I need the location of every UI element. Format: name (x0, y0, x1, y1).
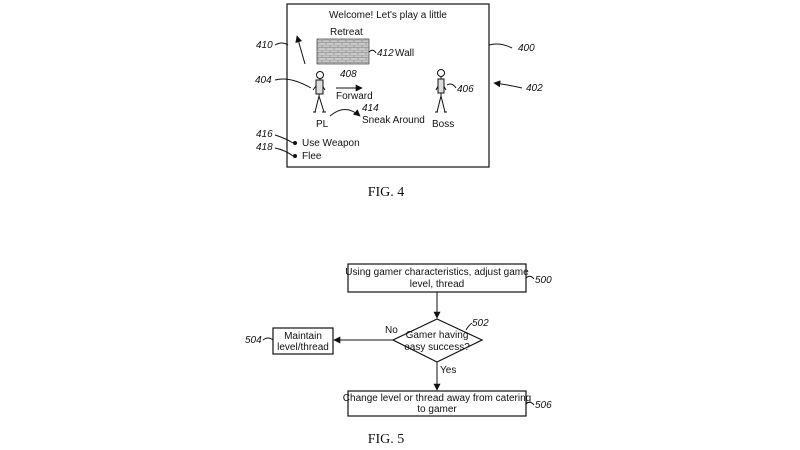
step-adjust-line-1: Using gamer characteristics, adjust game (345, 267, 529, 278)
boss-leader (446, 83, 457, 89)
no-label: No (385, 325, 398, 336)
step-maintain-box (272, 327, 334, 355)
flee-leader (274, 147, 294, 157)
wall-block (316, 38, 370, 65)
sneak-label: Sneak Around (362, 115, 425, 126)
player-leader (274, 78, 312, 89)
screen-pointer-arrow (493, 80, 523, 89)
screen-leader (488, 43, 513, 49)
wall-ref: 412 (377, 48, 394, 59)
flee-label: Flee (302, 151, 322, 162)
step-maintain-line-2: level/thread (277, 342, 329, 353)
sneak-ref: 414 (362, 103, 379, 114)
screen-title: Welcome! Let's play a little (329, 10, 447, 21)
forward-ref: 408 (340, 69, 357, 80)
sneak-arrow (329, 109, 361, 117)
retreat-ref: 410 (256, 40, 273, 51)
boss-ref: 406 (457, 84, 474, 95)
retreat-leader (274, 42, 289, 46)
step-maintain-leader (262, 337, 274, 341)
decision-leader (465, 322, 473, 331)
fig4-caption: FIG. 4 (368, 185, 405, 200)
wall-leader (368, 49, 377, 54)
step-adjust-box (347, 263, 527, 293)
use-weapon-bullet (293, 141, 297, 145)
decision-ref: 502 (472, 318, 489, 329)
decision-line-1: Gamer having (406, 330, 469, 341)
use-weapon-leader (274, 134, 294, 144)
flee-ref: 418 (256, 142, 273, 153)
player-ref: 404 (255, 75, 272, 86)
decision-line-2: easy success? (404, 342, 470, 353)
step-change-ref: 506 (535, 400, 552, 411)
step-change-line-2: to gamer (417, 404, 457, 415)
forward-label: Forward (336, 91, 373, 102)
step-adjust-line-2: level, thread (410, 279, 464, 290)
figure-4: Welcome! Let's play a little Retreat 410… (255, 3, 543, 200)
step-change-box (347, 390, 527, 417)
flee-bullet (293, 154, 297, 158)
boss-label: Boss (432, 119, 454, 130)
boss-figure (435, 69, 447, 113)
figure-5: Using gamer characteristics, adjust game… (245, 263, 552, 447)
retreat-label: Retreat (330, 27, 363, 38)
player-figure (312, 71, 326, 113)
wall-label: Wall (395, 48, 414, 59)
step-change-leader (525, 401, 535, 406)
fig5-caption: FIG. 5 (368, 432, 405, 447)
use-weapon-label: Use Weapon (302, 138, 360, 149)
step-change-line-1: Change level or thread away from caterin… (343, 393, 531, 404)
player-label: PL (316, 119, 329, 130)
yes-label: Yes (440, 365, 456, 376)
step-maintain-ref: 504 (245, 335, 262, 346)
retreat-arrow (295, 35, 306, 65)
step-adjust-leader (525, 275, 535, 280)
use-weapon-ref: 416 (256, 129, 273, 140)
step-adjust-ref: 500 (535, 275, 552, 286)
screen-pointer-ref: 402 (526, 83, 543, 94)
screen-ref: 400 (518, 43, 535, 54)
step-maintain-line-1: Maintain (284, 331, 322, 342)
